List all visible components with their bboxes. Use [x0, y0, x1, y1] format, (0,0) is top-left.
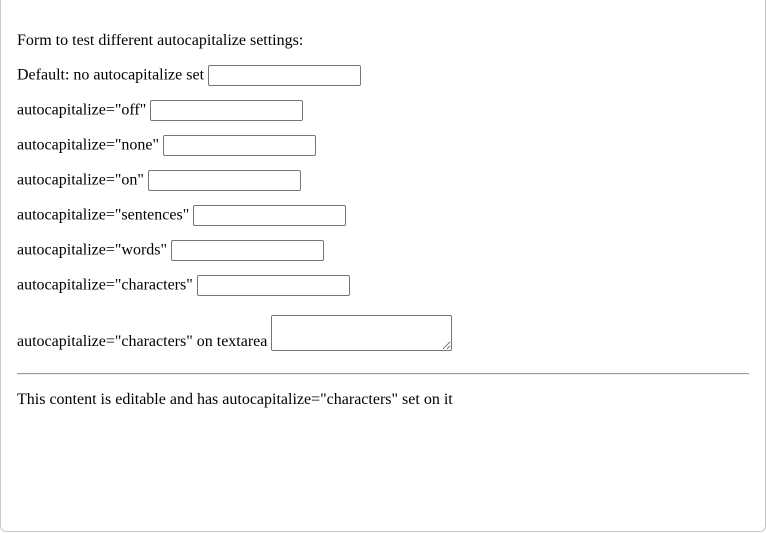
input-characters[interactable] — [196, 275, 350, 296]
input-on[interactable] — [147, 170, 301, 191]
field-label-off: autocapitalize="off" — [17, 101, 147, 119]
field-label-sentences: autocapitalize="sentences" — [17, 206, 190, 224]
page-content: Form to test different autocapitalize se… — [17, 31, 749, 410]
field-label-none: autocapitalize="none" — [17, 136, 160, 154]
field-label-characters: autocapitalize="characters" — [17, 276, 193, 294]
textarea-characters[interactable] — [271, 315, 452, 351]
input-words[interactable] — [171, 240, 325, 261]
field-row-words: autocapitalize="words" — [17, 240, 749, 261]
field-row-on: autocapitalize="on" — [17, 170, 749, 191]
field-label-on: autocapitalize="on" — [17, 171, 144, 189]
field-label-default: Default: no autocapitalize set — [17, 66, 205, 84]
input-default[interactable] — [208, 65, 362, 86]
field-row-off: autocapitalize="off" — [17, 100, 749, 121]
field-row-characters: autocapitalize="characters" — [17, 275, 749, 296]
input-off[interactable] — [150, 100, 304, 121]
field-label-textarea: autocapitalize="characters" on textarea — [17, 333, 268, 350]
input-none[interactable] — [163, 135, 317, 156]
input-sentences[interactable] — [193, 205, 347, 226]
field-row-default: Default: no autocapitalize set — [17, 65, 749, 86]
field-row-none: autocapitalize="none" — [17, 135, 749, 156]
form-intro: Form to test different autocapitalize se… — [17, 32, 304, 49]
divider — [17, 373, 749, 375]
editable-content[interactable]: This content is editable and has autocap… — [17, 391, 453, 408]
field-row-sentences: autocapitalize="sentences" — [17, 205, 749, 226]
field-label-words: autocapitalize="words" — [17, 241, 168, 259]
field-row-textarea: autocapitalize="characters" on textarea — [17, 315, 749, 351]
autocapitalize-form: Default: no autocapitalize set autocapit… — [17, 65, 749, 351]
